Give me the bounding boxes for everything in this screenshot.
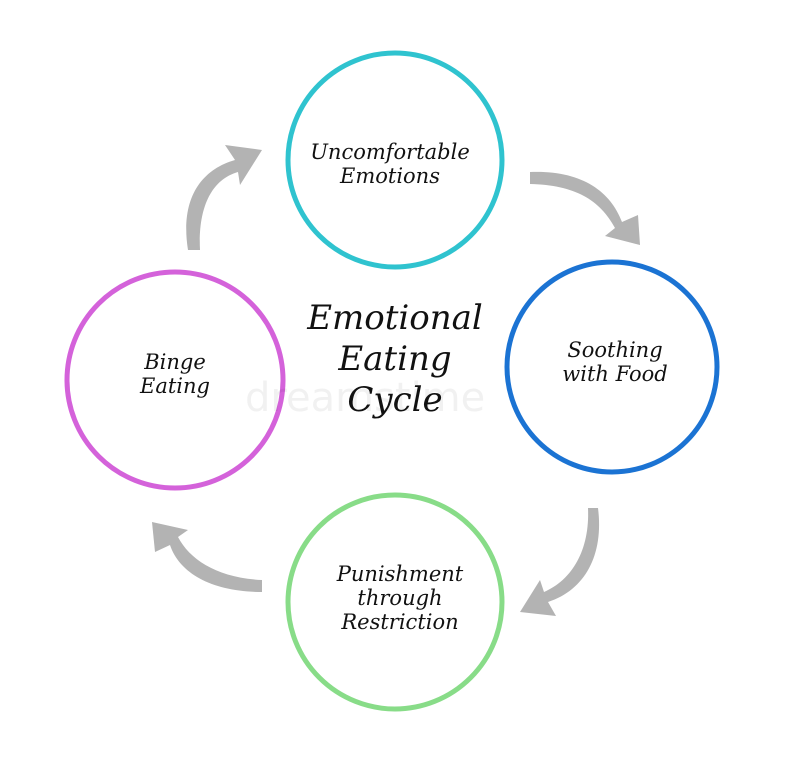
label-line: with Food (562, 362, 668, 387)
diagram-title: Emotional Eating Cycle (265, 298, 525, 420)
title-line: Eating (338, 338, 452, 379)
circle-uncomfortable-emotions (285, 50, 505, 270)
circle-binge-eating (64, 269, 286, 491)
node-label-soothing-with-food: Soothing with Food (515, 338, 715, 386)
label-line: Binge (144, 350, 206, 374)
label-line: Eating (140, 374, 210, 399)
node-label-punishment-through-restriction: Punishment through Restriction (300, 562, 500, 634)
circle-soothing-with-food (504, 259, 720, 475)
node-label-binge-eating: Binge Eating (75, 350, 275, 398)
label-line: Punishment (336, 562, 464, 586)
title-line: Cycle (347, 379, 443, 420)
arrow-binge-to-uncomfortable (186, 145, 262, 250)
arrow-punishment-to-binge (152, 522, 262, 592)
arrow-uncomfortable-to-soothing (530, 171, 640, 245)
arrow-soothing-to-punishment (520, 508, 600, 616)
label-line: Soothing (567, 338, 663, 362)
label-line: Restriction (341, 610, 459, 635)
node-label-uncomfortable-emotions: Uncomfortable Emotions (290, 140, 490, 188)
title-line: Emotional (307, 298, 483, 338)
watermark: dreamstime (245, 375, 486, 421)
label-line: through (357, 586, 443, 611)
label-line: Emotions (340, 164, 440, 189)
label-line: Uncomfortable (310, 140, 470, 164)
circle-punishment-through-restriction (285, 492, 505, 712)
